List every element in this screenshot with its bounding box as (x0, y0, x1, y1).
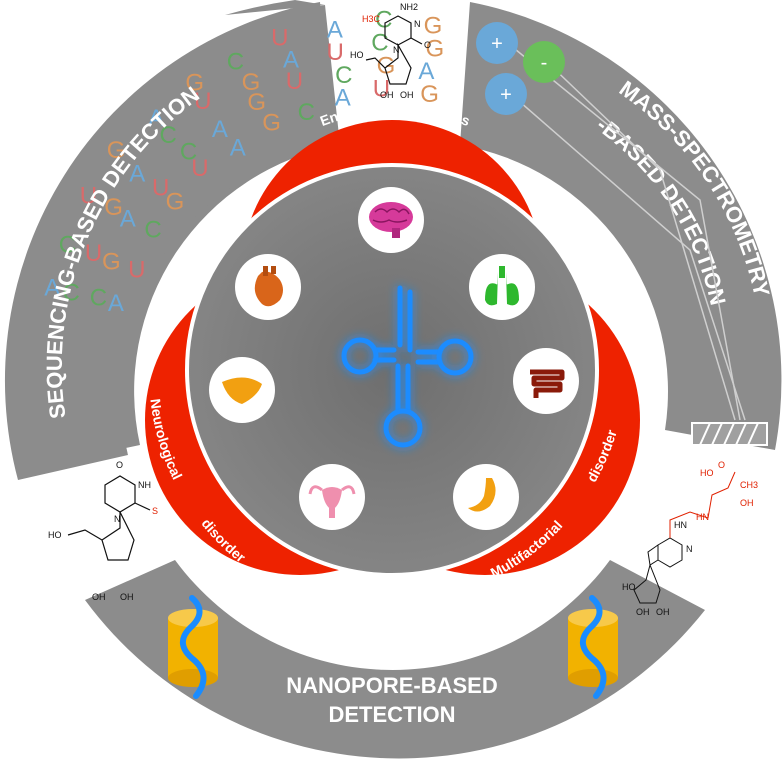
sequence-letter: U (286, 68, 303, 95)
sequence-letter: A (148, 105, 164, 132)
sequence-letter: C (59, 232, 76, 259)
sequence-letter: A (335, 84, 351, 111)
sequence-letter: U (373, 75, 390, 102)
sequence-letter: U (194, 88, 211, 115)
sequence-letter: C (375, 7, 392, 34)
svg-text:O: O (116, 460, 123, 470)
chem-structure-top: NH2 H3C N N O HO OH OH (350, 2, 431, 100)
svg-text:O: O (424, 40, 431, 50)
sequence-letter: U (128, 257, 145, 284)
sequence-letter: C (371, 30, 388, 57)
svg-text:N: N (686, 544, 693, 554)
svg-text:NH2: NH2 (400, 2, 418, 12)
sequence-letter: C (160, 122, 177, 149)
sequence-letter: U (271, 25, 288, 52)
nanopore-title-line1: NANOPORE-BASED (286, 673, 497, 698)
sequence-letter: G (424, 12, 443, 39)
sequence-letter: U (85, 240, 102, 267)
sequence-letter: G (107, 137, 126, 164)
svg-text:OH: OH (400, 90, 414, 100)
sequence-letter: G (166, 189, 185, 216)
trna-icon (341, 285, 474, 448)
svg-text:N: N (114, 514, 121, 524)
sequence-letter: G (426, 35, 445, 62)
organ-stomach (453, 464, 519, 530)
svg-text:H3C: H3C (362, 14, 381, 24)
svg-text:OH: OH (92, 592, 106, 602)
sequence-letter: G (242, 69, 261, 96)
nanopore-title-line2: DETECTION (328, 702, 455, 727)
detector-icon (691, 422, 768, 446)
sequence-letter: U (152, 174, 169, 201)
nanopore-left-icon (168, 595, 218, 699)
sequence-letter: A (129, 160, 145, 187)
sequence-letter: A (44, 274, 60, 301)
svg-text:NH: NH (138, 480, 151, 490)
sequence-letter: A (283, 46, 299, 73)
svg-text:OH: OH (120, 592, 134, 602)
sequence-letter: A (120, 205, 136, 232)
organ-uterus (299, 464, 365, 530)
ion-positive-1: + (476, 22, 518, 64)
sequence-letter: U (327, 39, 344, 66)
sequence-letter: G (377, 52, 396, 79)
sequence-letter: C (227, 49, 244, 76)
sequence-letter: C (144, 217, 161, 244)
mass-spec-segment (460, 2, 782, 450)
svg-text:HO: HO (48, 530, 62, 540)
sequence-letter: A (108, 290, 124, 317)
svg-text:+: + (491, 33, 503, 55)
sequencing-segment-body (4, 2, 330, 480)
sequence-letter: C (63, 280, 80, 307)
chem-structure-left: O NH N S HO OH OH (48, 460, 158, 602)
sequence-letter: C (298, 99, 315, 126)
ion-negative: - (523, 41, 565, 83)
svg-text:O: O (718, 460, 725, 470)
organ-brain (358, 187, 424, 253)
mass-spec-flight-paths (509, 44, 746, 421)
organ-intestine (513, 348, 579, 414)
svg-text:HO: HO (622, 582, 636, 592)
sequence-letter: U (191, 155, 208, 182)
sequence-letter: C (180, 138, 197, 165)
svg-text:+: + (500, 84, 512, 106)
sequence-letter: G (262, 110, 281, 137)
nanopore-segment (85, 560, 705, 759)
sequence-letter: G (102, 248, 121, 275)
svg-text:HN: HN (674, 520, 687, 530)
sequence-letter: G (420, 81, 439, 108)
svg-text:OH: OH (740, 498, 754, 508)
svg-text:OH: OH (656, 607, 670, 617)
sequence-letter: A (327, 17, 343, 44)
svg-text:-: - (541, 52, 548, 74)
svg-text:CH3: CH3 (740, 480, 758, 490)
sequence-letter: C (335, 62, 352, 89)
svg-text:N: N (414, 19, 421, 29)
svg-text:HO: HO (350, 50, 364, 60)
sequence-letter: G (247, 89, 266, 116)
svg-text:S: S (152, 506, 158, 516)
chem-structure-right: HO O CH3 OH HN HN N HO OH OH (622, 460, 758, 617)
svg-text:N: N (393, 45, 400, 55)
ion-positive-2: + (485, 73, 527, 115)
organ-lungs (469, 254, 535, 320)
organ-heart (235, 254, 301, 320)
svg-text:HN: HN (696, 512, 709, 522)
sequence-letter: U (80, 183, 97, 210)
sequence-letter: G (185, 70, 204, 97)
sequence-letter: A (418, 58, 434, 85)
svg-text:OH: OH (380, 90, 394, 100)
svg-text:OH: OH (636, 607, 650, 617)
sequence-letter: C (90, 285, 107, 312)
organ-liver (209, 357, 275, 423)
sequence-letter: G (104, 194, 123, 221)
sequence-letter: A (212, 116, 228, 143)
svg-text:HO: HO (700, 468, 714, 478)
nanopore-right-icon (568, 595, 618, 699)
sequence-letter: A (230, 134, 246, 161)
